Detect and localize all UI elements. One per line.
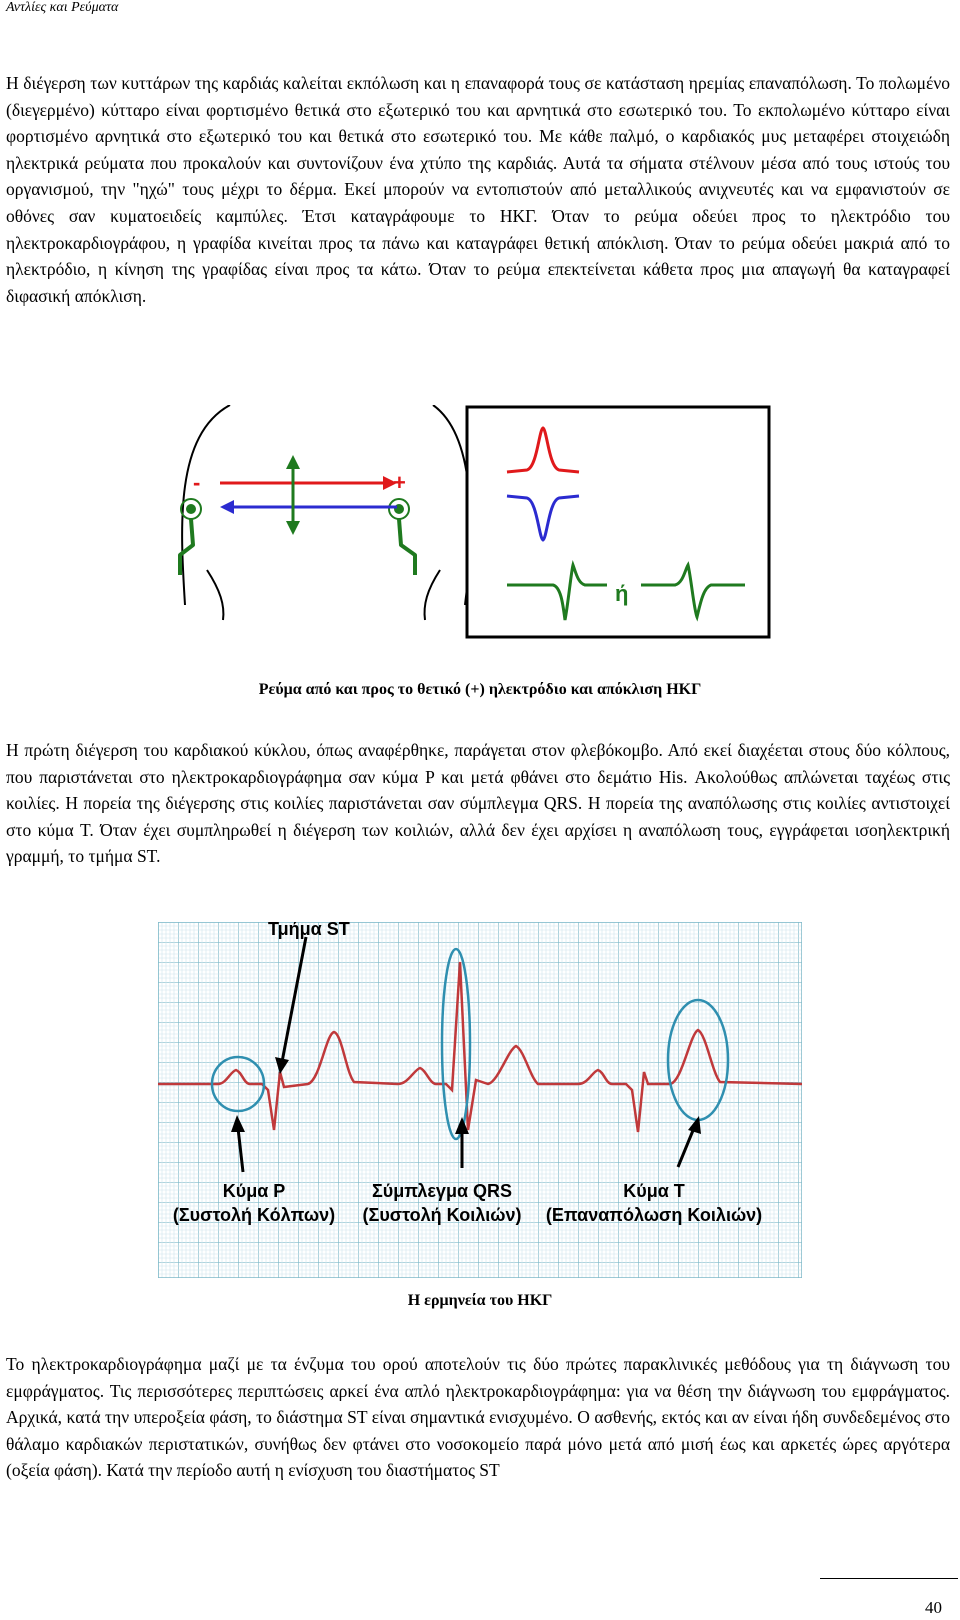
body-outline-left — [181, 405, 231, 606]
qrs-label: Σύμπλεγμα QRS — [372, 1181, 512, 1201]
p-wave-arrow — [236, 1127, 245, 1173]
qrs-sublabel: (Συστολή Κοιλιών) — [363, 1205, 522, 1225]
t-wave-arrow — [676, 1127, 696, 1168]
electrode-deflection-figure: - + ή — [178, 405, 771, 639]
paragraph-depolarization: Η διέγερση των κυττάρων της καρδιάς καλε… — [6, 73, 950, 306]
qrs-complex-circle — [440, 947, 472, 1141]
p-wave-circle — [210, 1055, 266, 1113]
ecg-grid — [158, 922, 802, 1278]
st-segment-arrow — [280, 936, 308, 1063]
t-wave-label: Κύμα T — [623, 1181, 685, 1201]
or-label: ή — [615, 581, 628, 606]
t-wave-sublabel: (Επαναπόλωση Κοιλιών) — [546, 1205, 762, 1225]
negative-deflection-trace — [506, 494, 580, 542]
arm-inner-right — [423, 569, 441, 621]
biphasic-trace-1 — [507, 559, 607, 621]
footer-rule — [820, 1578, 958, 1579]
ecg-trace — [158, 961, 802, 1133]
p-wave-label: Κύμα P — [223, 1181, 286, 1201]
figure1-caption: Ρεύμα από και προς το θετικό (+) ηλεκτρό… — [258, 681, 702, 698]
st-segment-label: Τμήμα ST — [268, 922, 350, 939]
figure2-caption: Η ερμηνεία του ΗΚΓ — [407, 1292, 553, 1309]
biphasic-trace-2 — [641, 561, 745, 622]
ecg-interpretation-figure: Τμήμα ST Κύμα P (Συστολή Κόλπων) Σύμπλεγ… — [158, 922, 802, 1278]
running-header: Αντλίες και Ρεύματα — [6, 0, 119, 15]
arm-inner-left — [206, 569, 225, 621]
paragraph-diagnosis: Το ηλεκτροκαρδιογράφημα μαζί με τα ένζυμ… — [6, 1354, 950, 1481]
positive-deflection-trace — [506, 426, 580, 474]
page-number: 40 — [925, 1598, 942, 1617]
body-outline-right — [432, 405, 472, 606]
paragraph-ecg-waves: Η πρώτη διέγερση του καρδιακού κύκλου, ό… — [6, 740, 950, 867]
plus-label: + — [393, 470, 406, 495]
deflection-box — [465, 405, 771, 639]
p-wave-sublabel: (Συστολή Κόλπων) — [173, 1205, 335, 1225]
lead-wire-right — [397, 518, 417, 575]
minus-label: - — [193, 470, 200, 495]
lead-wire-left — [178, 518, 195, 575]
